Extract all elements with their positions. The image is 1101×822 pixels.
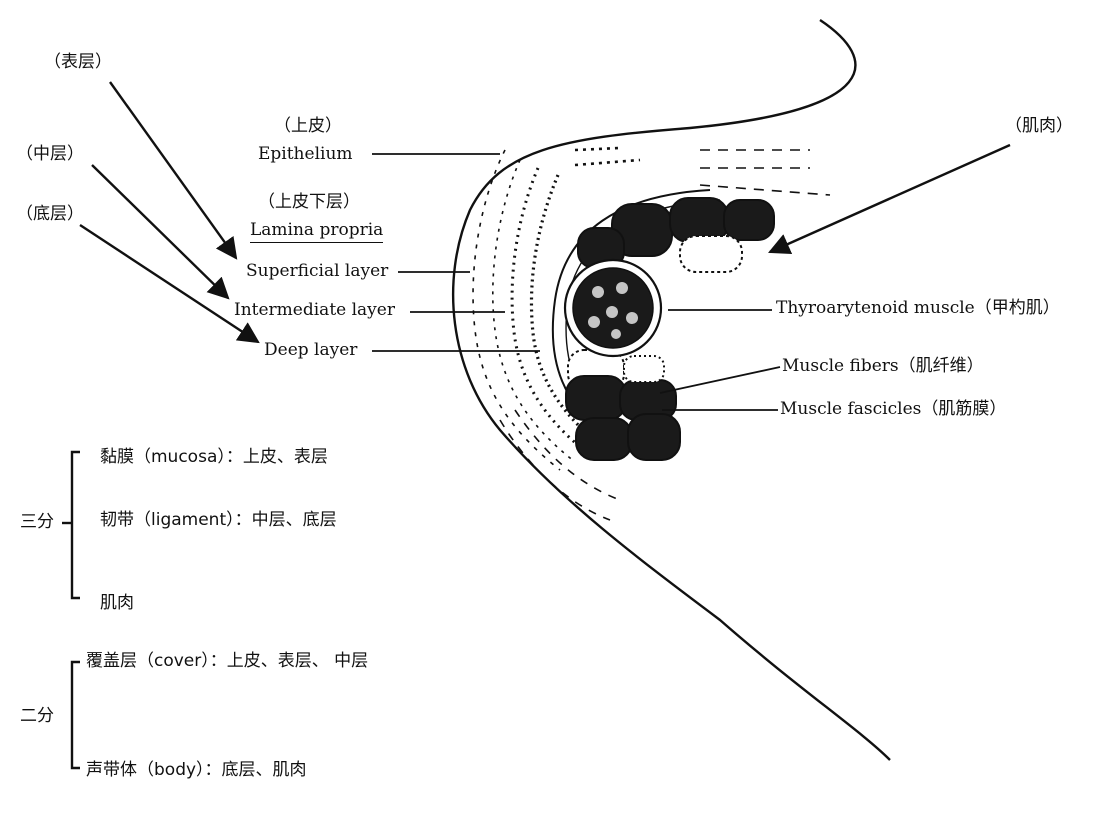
arrows	[79, 81, 1011, 344]
three-part-item-mucosa: 黏膜（mucosa）：上皮、表层	[100, 447, 328, 467]
three-part-item-muscle: 肌肉	[100, 593, 134, 613]
epithelium-label: Epithelium	[258, 144, 353, 164]
muscle-fascicles	[565, 197, 775, 461]
lamina-propria-texture	[472, 146, 831, 521]
three-part-item-ligament: 韧带（ligament）：中层、底层	[100, 510, 337, 530]
muscle-fascicles-label: Muscle fascicles（肌筋膜）	[780, 399, 1007, 419]
bracket-two-part	[70, 660, 80, 770]
two-part-item-body: 声带体（body）：底层、肌肉	[86, 760, 307, 780]
muscle-fibers-label: Muscle fibers（肌纤维）	[782, 356, 984, 376]
bracket-three-part	[62, 450, 80, 600]
lamina-propria-label: Lamina propria	[250, 222, 384, 243]
deep-layer-label: Deep layer	[264, 340, 358, 360]
intermediate-layer-label: Intermediate layer	[234, 300, 395, 320]
vocal-fold-outline	[451, 19, 891, 761]
bottom-layer-cn-label: （底层）	[16, 204, 84, 224]
two-part-item-cover: 覆盖层（cover）：上皮、表层、 中层	[86, 651, 369, 671]
lamina-propria-cn-label: （上皮下层）	[258, 192, 360, 212]
surface-layer-cn-label: （表层）	[44, 52, 112, 72]
inner-boundary	[551, 189, 711, 411]
pointer-lines	[372, 153, 781, 411]
epithelium-cn-label: （上皮）	[274, 116, 342, 136]
muscle-cn-label: （肌肉）	[1005, 116, 1073, 136]
three-part-title: 三分	[20, 512, 54, 532]
superficial-layer-label: Superficial layer	[246, 261, 389, 281]
middle-layer-cn-label: （中层）	[16, 144, 84, 164]
two-part-title: 二分	[20, 706, 54, 726]
thyroarytenoid-label: Thyroarytenoid muscle（甲杓肌）	[776, 298, 1060, 318]
